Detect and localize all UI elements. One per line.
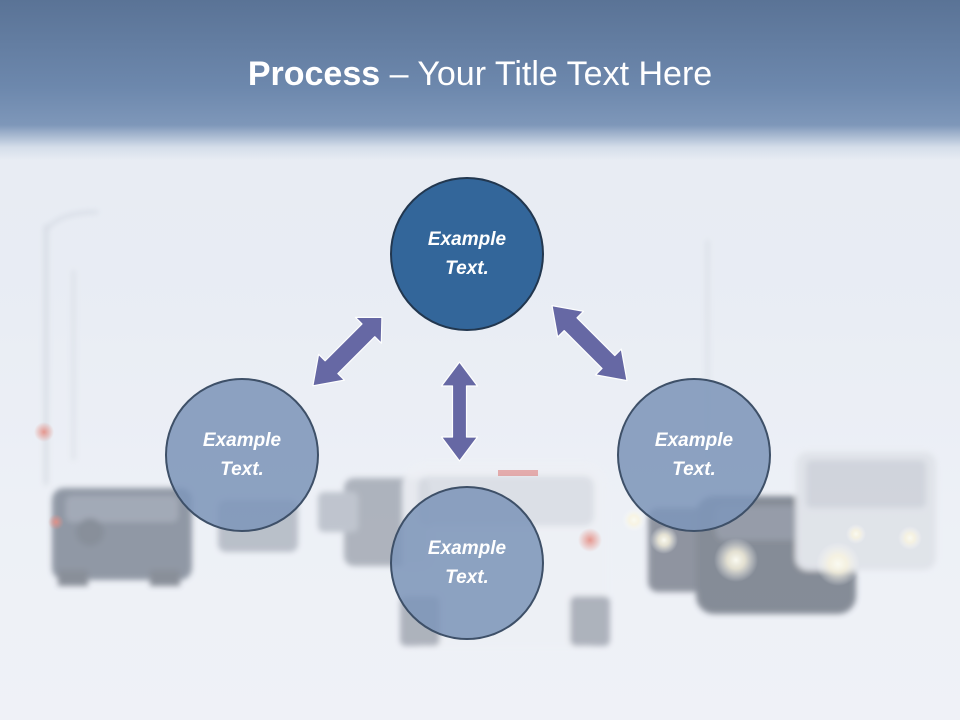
- process-node-left[interactable]: Example Text.: [165, 378, 319, 532]
- slide-title: Process – Your Title Text Here: [0, 52, 960, 96]
- node-text-line2: Text.: [220, 459, 264, 480]
- process-node-top[interactable]: Example Text.: [390, 177, 544, 331]
- node-text-line1: Example: [202, 430, 282, 451]
- process-node-bottom[interactable]: Example Text.: [390, 486, 544, 640]
- title-bar: [0, 0, 960, 160]
- node-text-line1: Example: [427, 229, 507, 250]
- double-arrow-top-left: [312, 316, 383, 387]
- node-text-line2: Text.: [445, 258, 489, 279]
- double-arrow-vertical: [440, 361, 479, 462]
- node-text-line2: Text.: [445, 567, 489, 588]
- process-node-right[interactable]: Example Text.: [617, 378, 771, 532]
- node-text-line1: Example: [427, 538, 507, 559]
- title-bold-word: Process: [247, 55, 381, 93]
- node-text-line2: Text.: [672, 459, 716, 480]
- node-text-line1: Example: [654, 430, 734, 451]
- title-text: – Your Title Text Here: [380, 55, 713, 93]
- double-arrow-top-right: [551, 305, 628, 382]
